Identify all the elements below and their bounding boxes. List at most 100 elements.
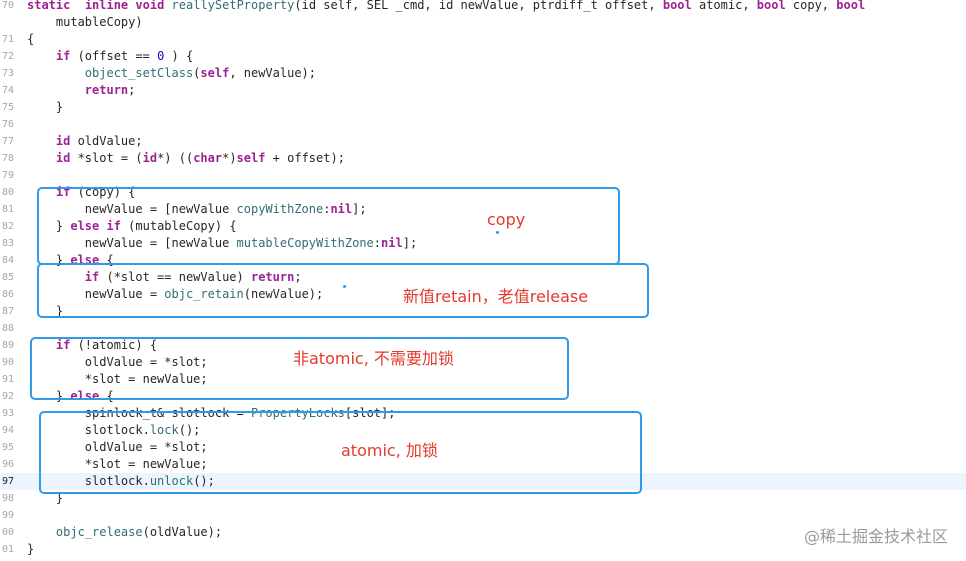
code-line[interactable]: 98 } <box>0 490 966 507</box>
keyword-token: id <box>142 151 158 165</box>
code-token: (*slot == newValue) <box>99 270 251 284</box>
code-token: } <box>27 304 64 318</box>
code-line[interactable]: mutableCopy) <box>0 14 966 31</box>
function-token: objc_retain <box>164 287 244 301</box>
code-text: id *slot = (id*) ((char*)self + offset); <box>27 150 345 167</box>
code-token: spinlock_t& slotlock = <box>27 406 251 420</box>
line-number: 85 <box>1 272 14 283</box>
keyword-token: static <box>27 0 71 12</box>
code-token: (); <box>193 474 215 488</box>
line-number: 00 <box>1 527 14 538</box>
code-line[interactable]: 00 objc_release(oldValue); <box>0 524 966 541</box>
code-token: slotlock. <box>27 423 150 437</box>
line-number: 76 <box>1 119 14 130</box>
code-line[interactable]: 71 { <box>0 31 966 48</box>
code-line[interactable]: 82 } else if (mutableCopy) { <box>0 218 966 235</box>
code-text: { <box>27 31 34 48</box>
code-line[interactable]: 77 id oldValue; <box>0 133 966 150</box>
function-token: reallySetProperty <box>171 0 295 12</box>
copy-annotation: copy <box>487 210 526 229</box>
code-line[interactable]: 76 <box>0 116 966 133</box>
line-number: 79 <box>1 170 14 181</box>
code-line[interactable]: 91 *slot = newValue; <box>0 371 966 388</box>
line-number: 90 <box>1 357 14 368</box>
line-number: 71 <box>1 34 14 45</box>
code-token: copy, <box>785 0 837 12</box>
code-token: ]; <box>402 236 418 250</box>
code-line[interactable]: 94 slotlock.lock(); <box>0 422 966 439</box>
line-number: 95 <box>1 442 14 453</box>
line-number: 84 <box>1 255 14 266</box>
code-line[interactable]: 83 newValue = [newValue mutableCopyWithZ… <box>0 235 966 252</box>
code-text: spinlock_t& slotlock = PropertyLocks[slo… <box>27 405 396 422</box>
code-line[interactable]: 01} <box>0 541 966 558</box>
marker-dot <box>343 285 346 288</box>
code-token: *slot = newValue; <box>27 372 208 386</box>
code-token: slotlock. <box>27 474 150 488</box>
code-line[interactable]: 95 oldValue = *slot; <box>0 439 966 456</box>
code-text: if (offset == 0 ) { <box>27 48 193 65</box>
function-token: mutableCopyWithZone <box>236 236 374 250</box>
code-token: oldValue; <box>70 134 143 148</box>
code-token: : <box>323 202 331 216</box>
code-text: if (*slot == newValue) return; <box>27 269 302 286</box>
line-number: 87 <box>1 306 14 317</box>
code-token: (offset == <box>70 49 158 63</box>
code-line[interactable]: 81 newValue = [newValue copyWithZone:nil… <box>0 201 966 218</box>
line-number: 72 <box>1 51 14 62</box>
code-line[interactable]: 96 *slot = newValue; <box>0 456 966 473</box>
code-line[interactable]: 79 <box>0 167 966 184</box>
code-line[interactable]: 89 if (!atomic) { <box>0 337 966 354</box>
code-token: ; <box>128 83 136 97</box>
code-token: (newValue); <box>243 287 324 301</box>
keyword-token: if <box>55 49 71 63</box>
code-text: newValue = [newValue mutableCopyWithZone… <box>27 235 417 252</box>
code-token <box>27 151 56 165</box>
code-token <box>164 0 171 12</box>
keyword-token: self <box>236 151 266 165</box>
line-number: 93 <box>1 408 14 419</box>
line-number: 77 <box>1 136 14 147</box>
line-number: 78 <box>1 153 14 164</box>
keyword-token: nil <box>381 236 403 250</box>
code-line[interactable]: 75 } <box>0 99 966 116</box>
line-number: 81 <box>1 204 14 215</box>
code-line[interactable]: 86 newValue = objc_retain(newValue); <box>0 286 966 303</box>
keyword-token: id <box>55 134 71 148</box>
code-token: , newValue); <box>229 66 317 80</box>
retain-annotation-box <box>37 263 649 318</box>
code-line[interactable]: 78 id *slot = (id*) ((char*)self + offse… <box>0 150 966 167</box>
code-token: } <box>27 219 71 233</box>
code-token: ) { <box>164 49 194 63</box>
keyword-token: bool <box>836 0 866 12</box>
code-token: (oldValue); <box>142 525 223 539</box>
code-line[interactable]: 87 } <box>0 303 966 320</box>
code-token: } <box>27 542 35 556</box>
code-token: atomic, <box>691 0 757 12</box>
code-token: newValue = [newValue <box>27 236 237 250</box>
code-line[interactable]: 72 if (offset == 0 ) { <box>0 48 966 65</box>
code-line[interactable]: 97 slotlock.unlock(); <box>0 473 966 490</box>
code-line[interactable]: 74 return; <box>0 82 966 99</box>
code-token: } <box>27 253 71 267</box>
code-line[interactable]: 88 <box>0 320 966 337</box>
code-text: oldValue = *slot; <box>27 439 208 456</box>
code-token: { <box>99 253 114 267</box>
line-number: 94 <box>1 425 14 436</box>
code-line[interactable]: 73 object_setClass(self, newValue); <box>0 65 966 82</box>
code-text: slotlock.unlock(); <box>27 473 215 490</box>
code-text: } <box>27 541 34 558</box>
code-line[interactable]: 99 <box>0 507 966 524</box>
line-number: 88 <box>1 323 14 334</box>
retain-annotation: 新值retain，老值release <box>403 287 589 306</box>
atomic-annotation: atomic, 加锁 <box>341 441 438 460</box>
code-line[interactable]: 93 spinlock_t& slotlock = PropertyLocks[… <box>0 405 966 422</box>
function-token: lock <box>149 423 179 437</box>
keyword-token: nil <box>330 202 353 216</box>
keyword-token: inline <box>84 0 129 12</box>
code-line[interactable]: 85 if (*slot == newValue) return; <box>0 269 966 286</box>
code-line[interactable]: 90 oldValue = *slot; <box>0 354 966 371</box>
line-number: 91 <box>1 374 14 385</box>
